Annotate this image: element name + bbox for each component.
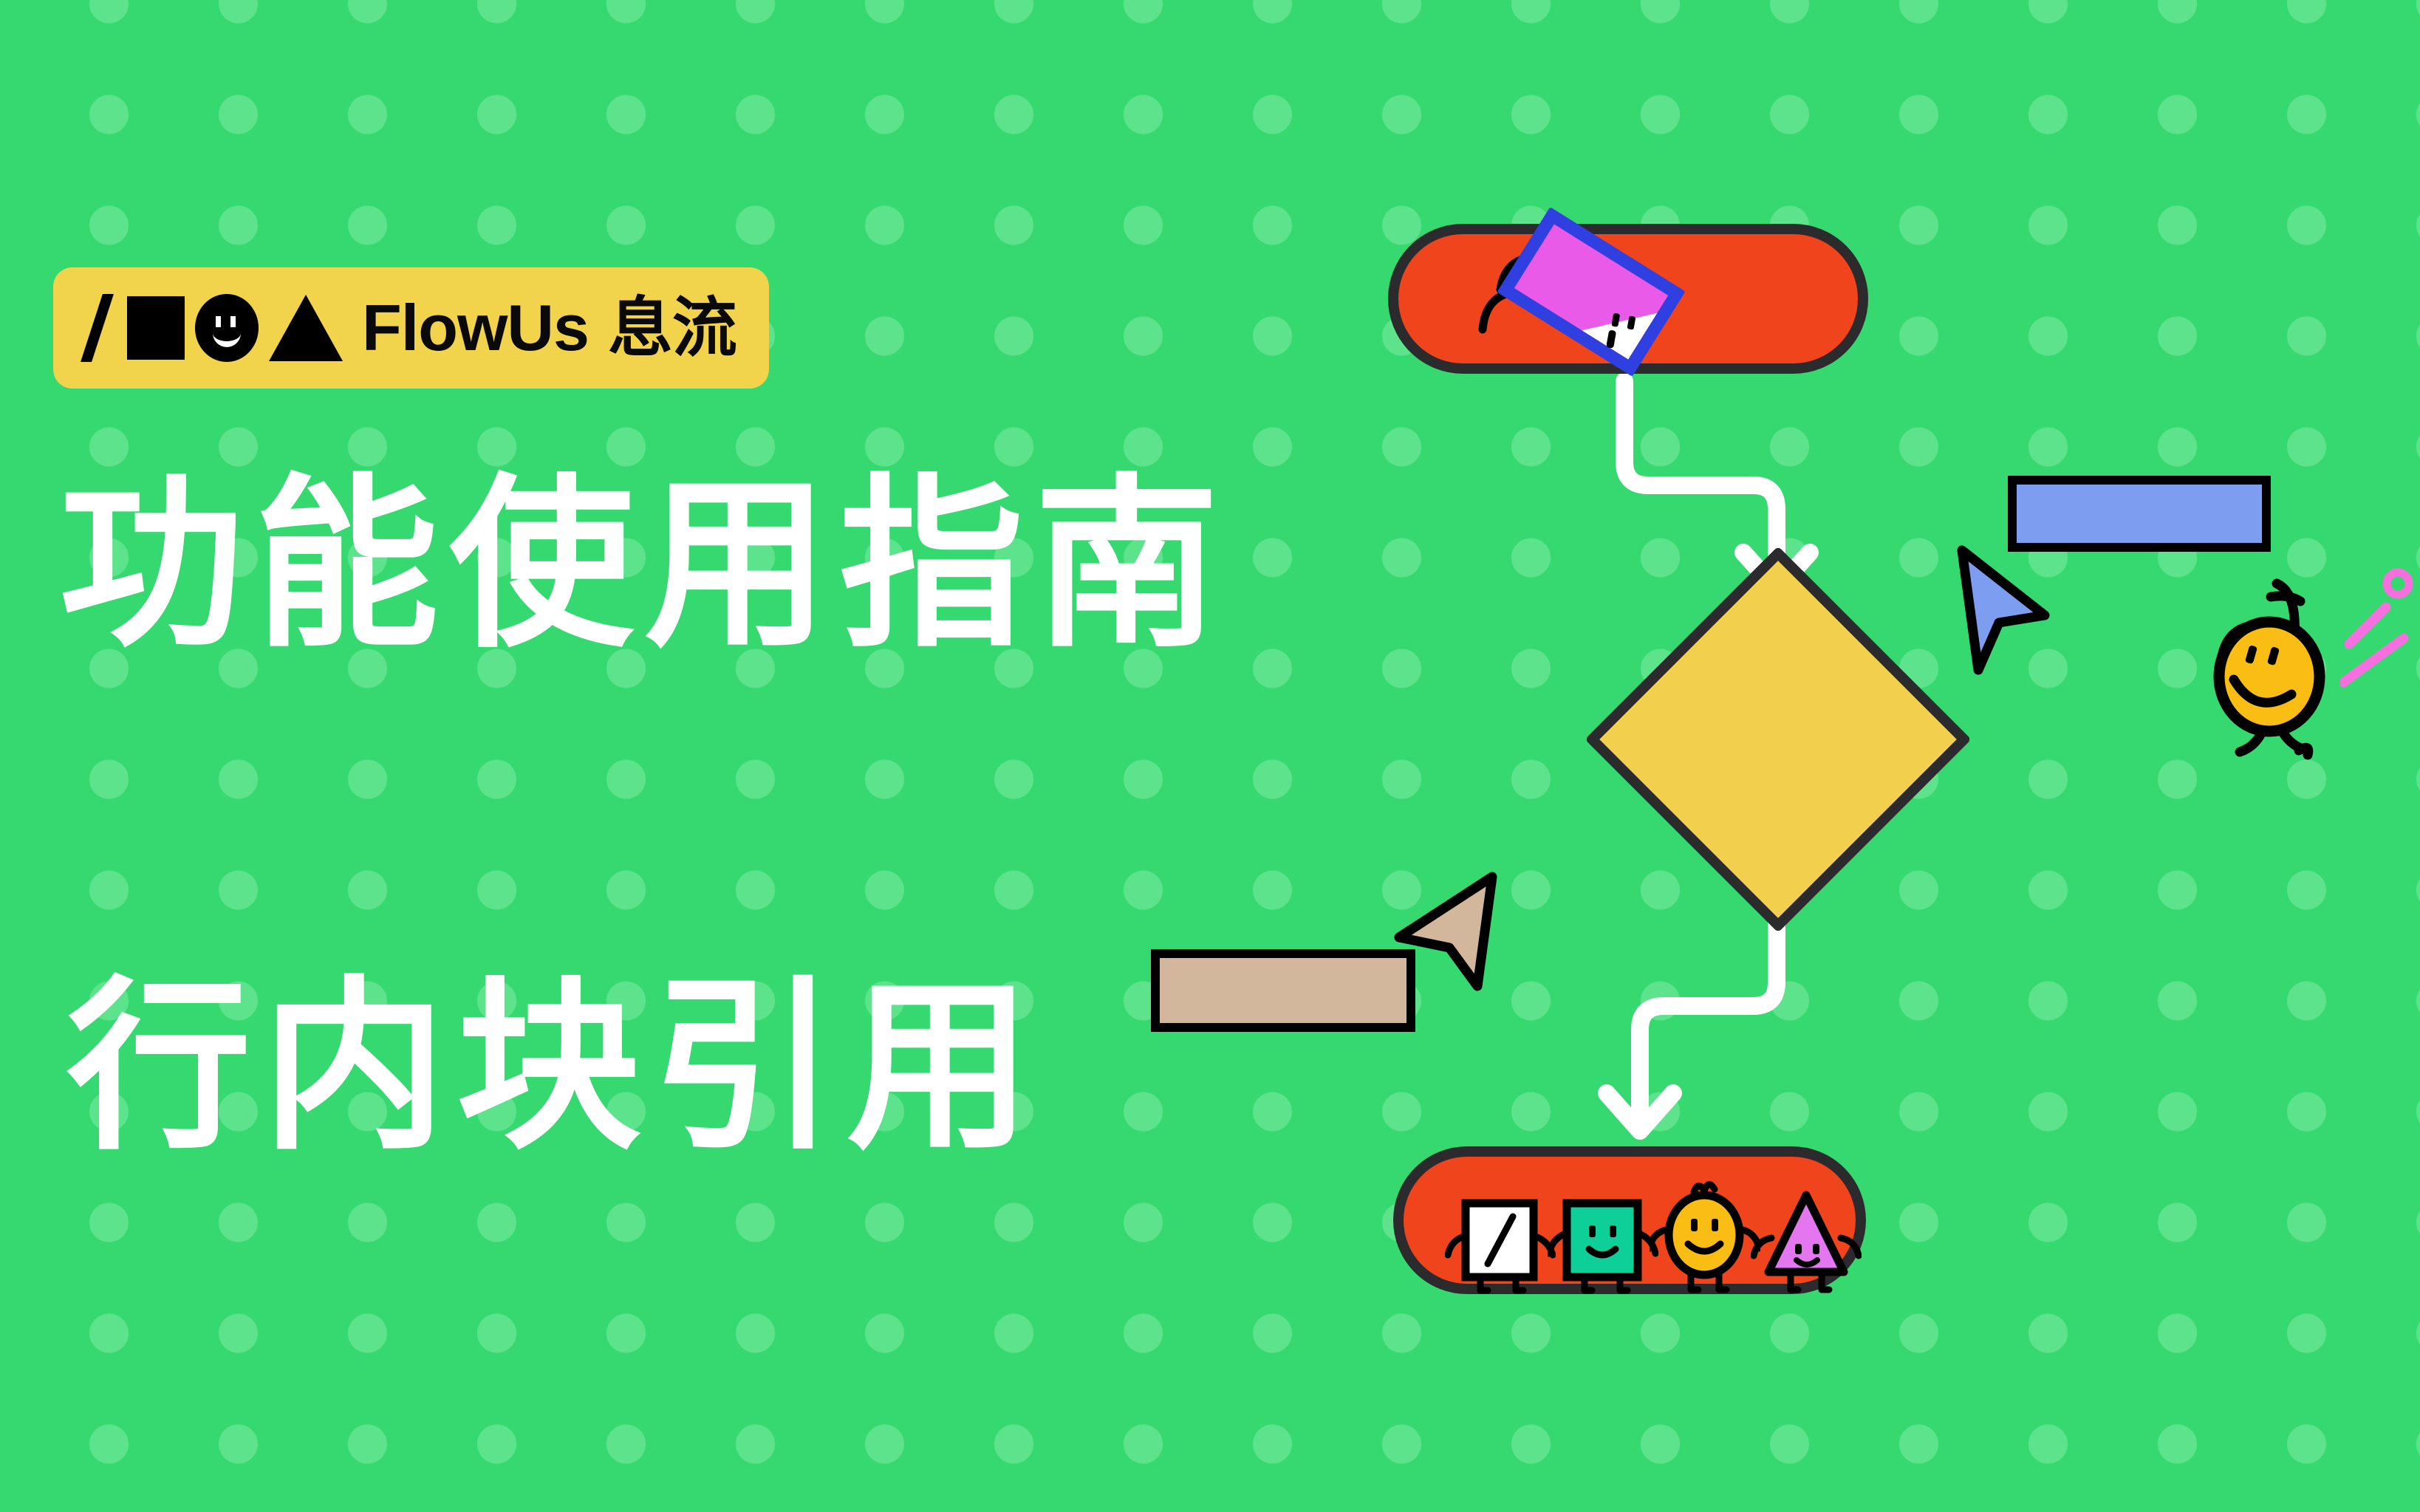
tan-rectangle-shape[interactable] (1151, 949, 1415, 1032)
character-slash-card (1445, 1199, 1556, 1294)
mascot-spark-lines (2340, 568, 2413, 688)
triangle-icon (269, 295, 343, 361)
blue-rectangle-shape[interactable] (2008, 476, 2271, 552)
character-yellow-oval (1650, 1181, 1760, 1293)
square-icon (127, 296, 185, 360)
slash-icon (87, 294, 117, 362)
flowus-brand-badge[interactable]: FlowUs 息流 (53, 267, 769, 389)
tilted-card-character (1497, 207, 1686, 377)
flow-node-decision[interactable] (1585, 546, 1972, 933)
brand-name-cn: 息流 (607, 290, 737, 366)
hanging-mascot-character (2213, 578, 2325, 760)
flowus-logo-marks (87, 294, 343, 362)
connector-top-to-diamond-path (1616, 372, 1785, 594)
cursor-blue-icon (1957, 545, 2050, 675)
smiley-circle-icon (195, 294, 259, 362)
card-character-face (1606, 313, 1635, 349)
connector-bottom-arrowhead (1598, 1084, 1682, 1140)
character-green-square (1548, 1199, 1658, 1294)
brand-name-latin: FlowUs (362, 291, 589, 364)
character-pink-triangle (1751, 1191, 1862, 1293)
headline-primary: 功能使用指南 (59, 457, 1229, 672)
headline-secondary: 行内块引用 (66, 959, 1042, 1174)
connector-diamond-to-bottom-path (1631, 886, 1785, 1135)
cursor-tan-icon (1394, 872, 1497, 991)
